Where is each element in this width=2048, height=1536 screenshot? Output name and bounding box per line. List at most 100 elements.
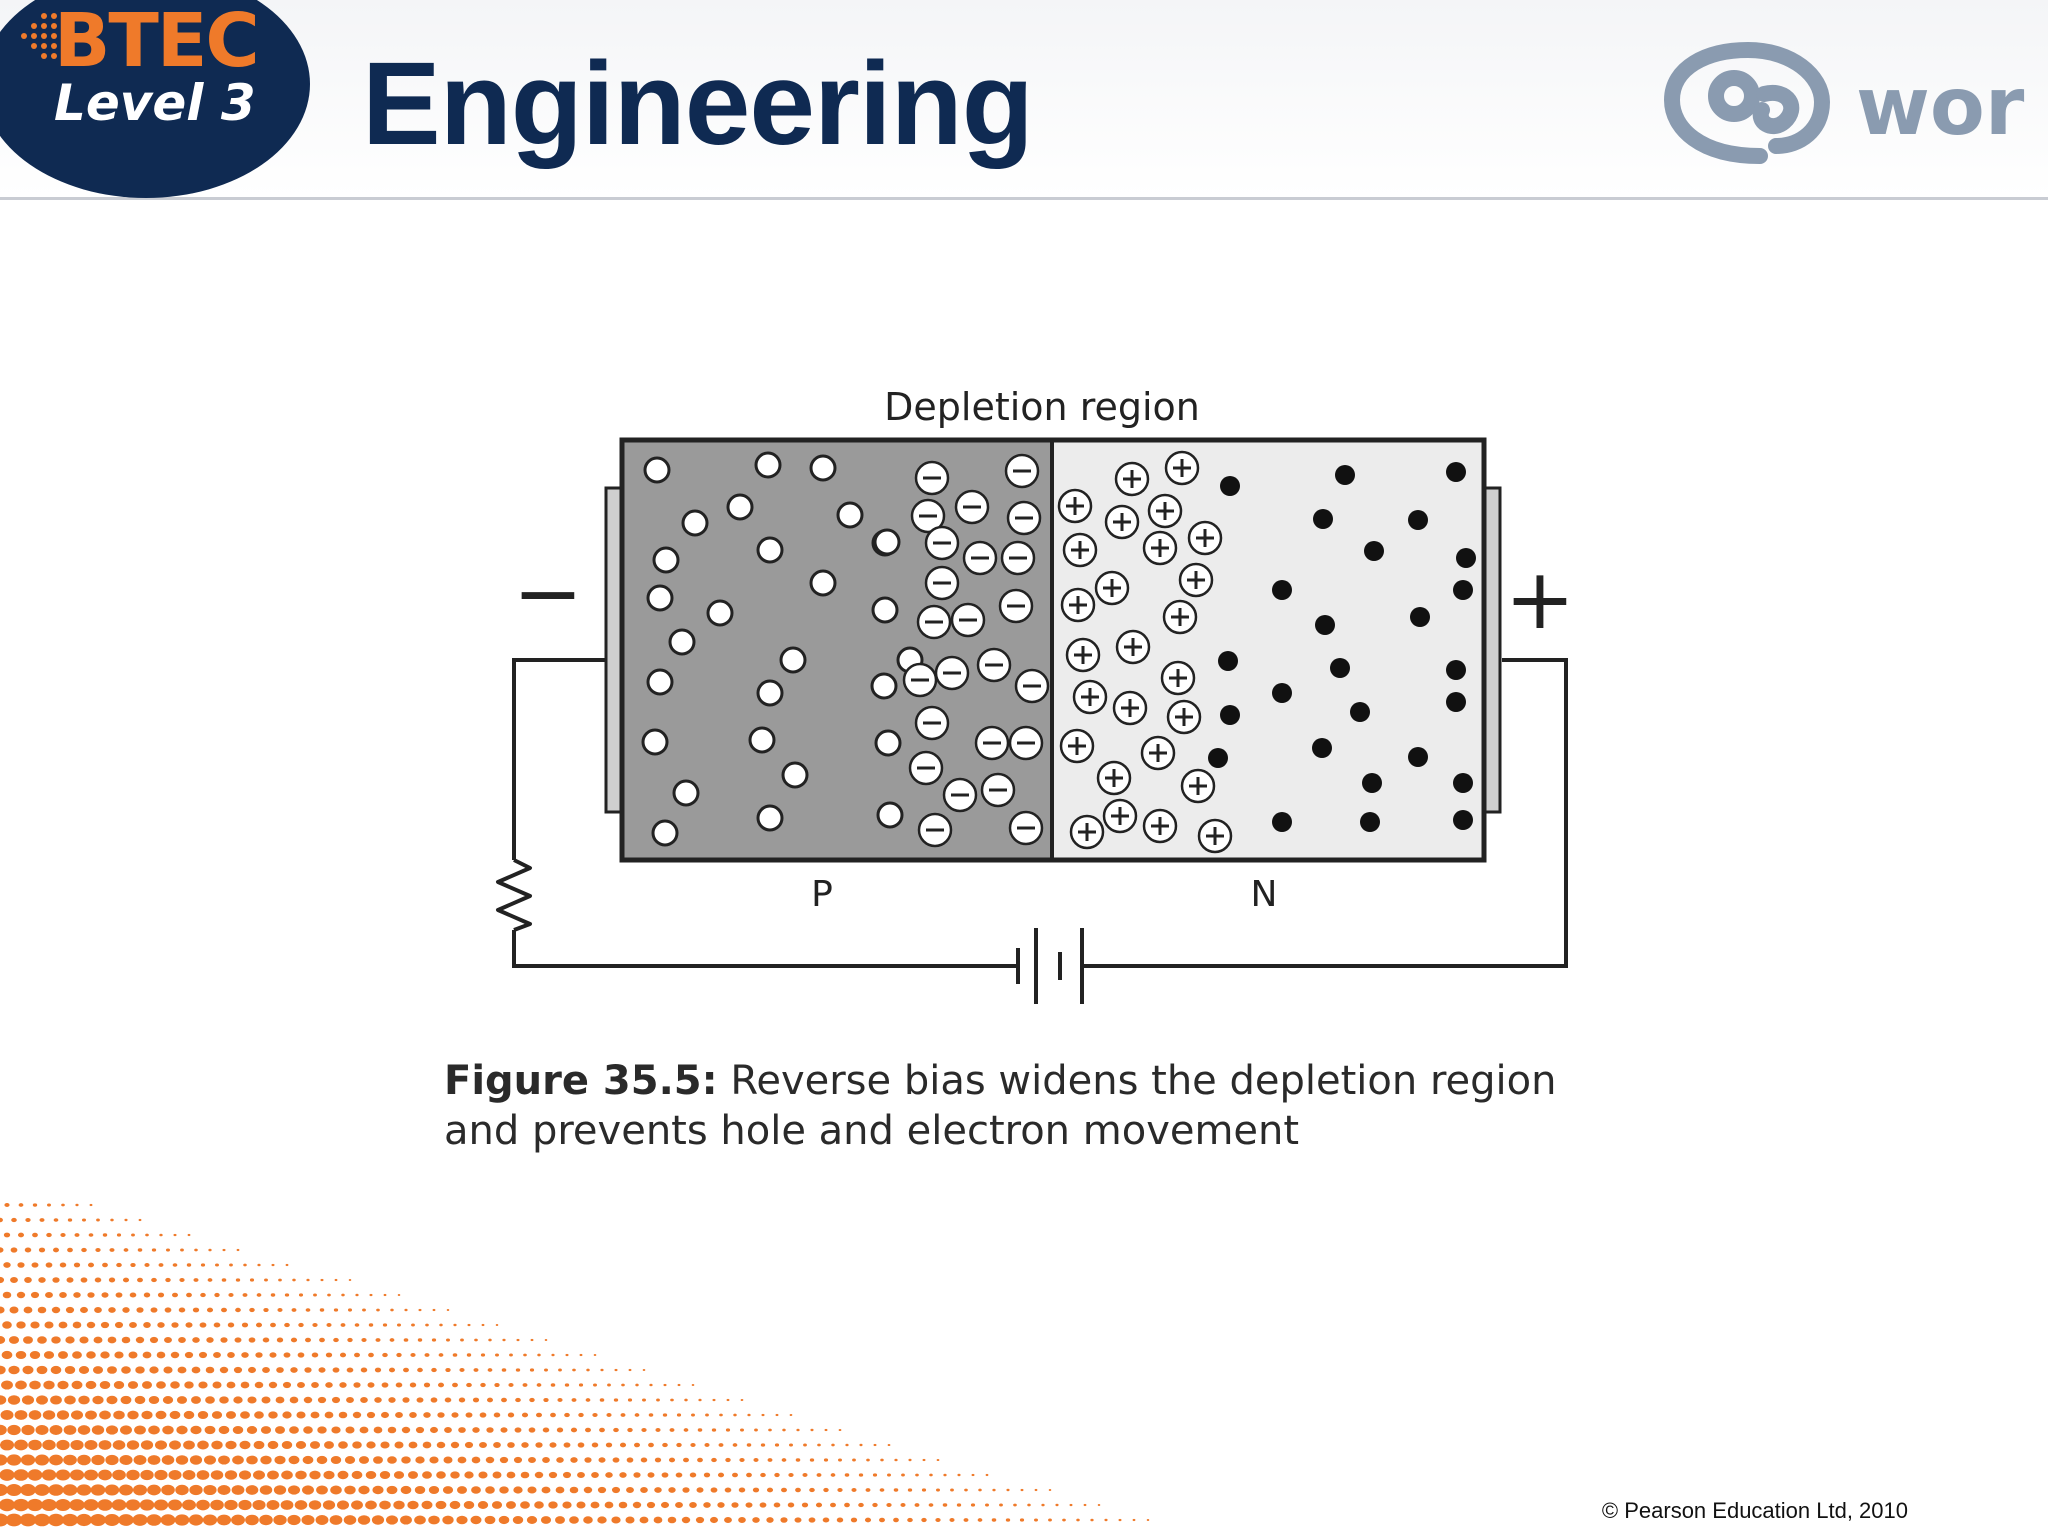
decor-dot xyxy=(936,1458,940,1462)
decor-dot xyxy=(231,1514,245,1526)
decor-dot xyxy=(388,1397,396,1403)
decor-dot xyxy=(704,1443,710,1447)
decor-dot xyxy=(92,1366,104,1374)
decor-dot xyxy=(33,1513,51,1527)
positive-ion xyxy=(1094,570,1130,606)
decor-dot xyxy=(395,1382,403,1388)
decor-dot xyxy=(302,1455,314,1465)
decor-dot xyxy=(710,1487,718,1493)
decor-dot xyxy=(516,1338,520,1342)
resistor-icon xyxy=(496,858,532,932)
decor-dot xyxy=(16,1321,26,1329)
decor-dot xyxy=(102,1233,108,1237)
decor-dot xyxy=(452,1382,458,1388)
decor-dot xyxy=(662,1442,668,1448)
decor-dot xyxy=(124,1218,128,1222)
decor-dot xyxy=(317,1426,327,1434)
decor-dot xyxy=(696,1487,704,1493)
decor-dot xyxy=(537,1353,541,1357)
decor-dot xyxy=(247,1396,257,1404)
decor-dot xyxy=(760,1443,766,1447)
electron xyxy=(1453,810,1473,830)
decor-dot xyxy=(273,1514,287,1526)
negative-ion xyxy=(910,498,946,534)
decor-dot xyxy=(473,1368,479,1372)
decor-dot xyxy=(218,1425,230,1435)
decor-dot xyxy=(401,1456,411,1464)
decor-dot xyxy=(830,1502,836,1508)
decor-dot xyxy=(161,1455,175,1465)
decor-dot xyxy=(373,1456,383,1464)
decor-dot xyxy=(165,1248,171,1252)
decor-dot xyxy=(935,1488,941,1492)
decor-dot xyxy=(290,1337,298,1343)
decor-dot xyxy=(9,1306,19,1314)
decor-dot xyxy=(667,1516,677,1524)
hole xyxy=(756,679,784,707)
decor-dot xyxy=(592,1412,598,1418)
decor-dot xyxy=(977,1518,983,1522)
decor-dot xyxy=(243,1263,247,1267)
decor-dot xyxy=(104,1484,120,1496)
decor-dot xyxy=(171,1322,179,1328)
figure-caption-text: Reverse bias widens the depletion region… xyxy=(444,1058,1557,1154)
decor-dot xyxy=(400,1515,412,1525)
positive-ion xyxy=(1197,818,1233,854)
decor-dot xyxy=(45,1291,53,1299)
decor-dot xyxy=(331,1426,341,1434)
decor-dot xyxy=(282,1411,292,1419)
decor-dot xyxy=(325,1352,333,1358)
decor-dot xyxy=(1090,1518,1094,1522)
decor-dot xyxy=(57,1380,69,1390)
decor-dot xyxy=(430,1426,438,1434)
decor-dot xyxy=(373,1426,383,1434)
decor-dot xyxy=(682,1487,690,1493)
hole xyxy=(646,668,674,696)
decor-dot xyxy=(262,1367,270,1373)
decor-dot xyxy=(332,1367,340,1373)
decor-dot xyxy=(50,1365,62,1375)
decor-dot xyxy=(499,1486,509,1494)
hole xyxy=(870,672,898,700)
decor-dot xyxy=(289,1426,299,1434)
decor-dot xyxy=(536,1383,542,1387)
positive-ion xyxy=(1164,450,1200,486)
decor-dot xyxy=(611,1516,621,1524)
decor-dot xyxy=(365,1500,377,1510)
decor-dot xyxy=(341,1293,345,1297)
positive-ion xyxy=(1187,520,1223,556)
decor-dot xyxy=(417,1367,423,1373)
decor-dot xyxy=(487,1368,493,1372)
decor-dot xyxy=(621,1383,625,1387)
decor-dot xyxy=(189,1455,203,1465)
positive-ion xyxy=(1112,690,1148,726)
decor-dot xyxy=(1055,1503,1059,1507)
decor-dot xyxy=(303,1426,313,1434)
decor-dot xyxy=(508,1383,514,1387)
decor-dot xyxy=(592,1383,598,1387)
decor-dot xyxy=(423,1412,431,1418)
decor-dot xyxy=(39,1218,45,1222)
decor-dot xyxy=(23,1306,33,1314)
decor-dot xyxy=(520,1501,530,1509)
decor-dot xyxy=(379,1471,391,1479)
decor-dot xyxy=(578,1412,584,1418)
decor-dot xyxy=(0,1424,7,1436)
positive-ion xyxy=(1142,530,1178,566)
decor-dot xyxy=(789,1443,793,1447)
decor-dot xyxy=(184,1381,194,1389)
decor-dot xyxy=(338,1411,348,1419)
electron xyxy=(1315,615,1335,635)
decor-dot xyxy=(0,1217,3,1223)
decor-dot xyxy=(38,1277,46,1283)
decor-dot xyxy=(150,1307,158,1313)
decor-dot xyxy=(29,1380,41,1390)
decor-dot xyxy=(499,1456,509,1464)
decor-dot xyxy=(253,1470,265,1480)
decor-dot xyxy=(383,1293,387,1297)
decor-dot xyxy=(949,1518,955,1522)
decor-dot xyxy=(635,1383,639,1387)
decor-dot xyxy=(15,1380,27,1390)
decor-dot xyxy=(768,1428,772,1432)
decor-dot xyxy=(104,1514,120,1526)
